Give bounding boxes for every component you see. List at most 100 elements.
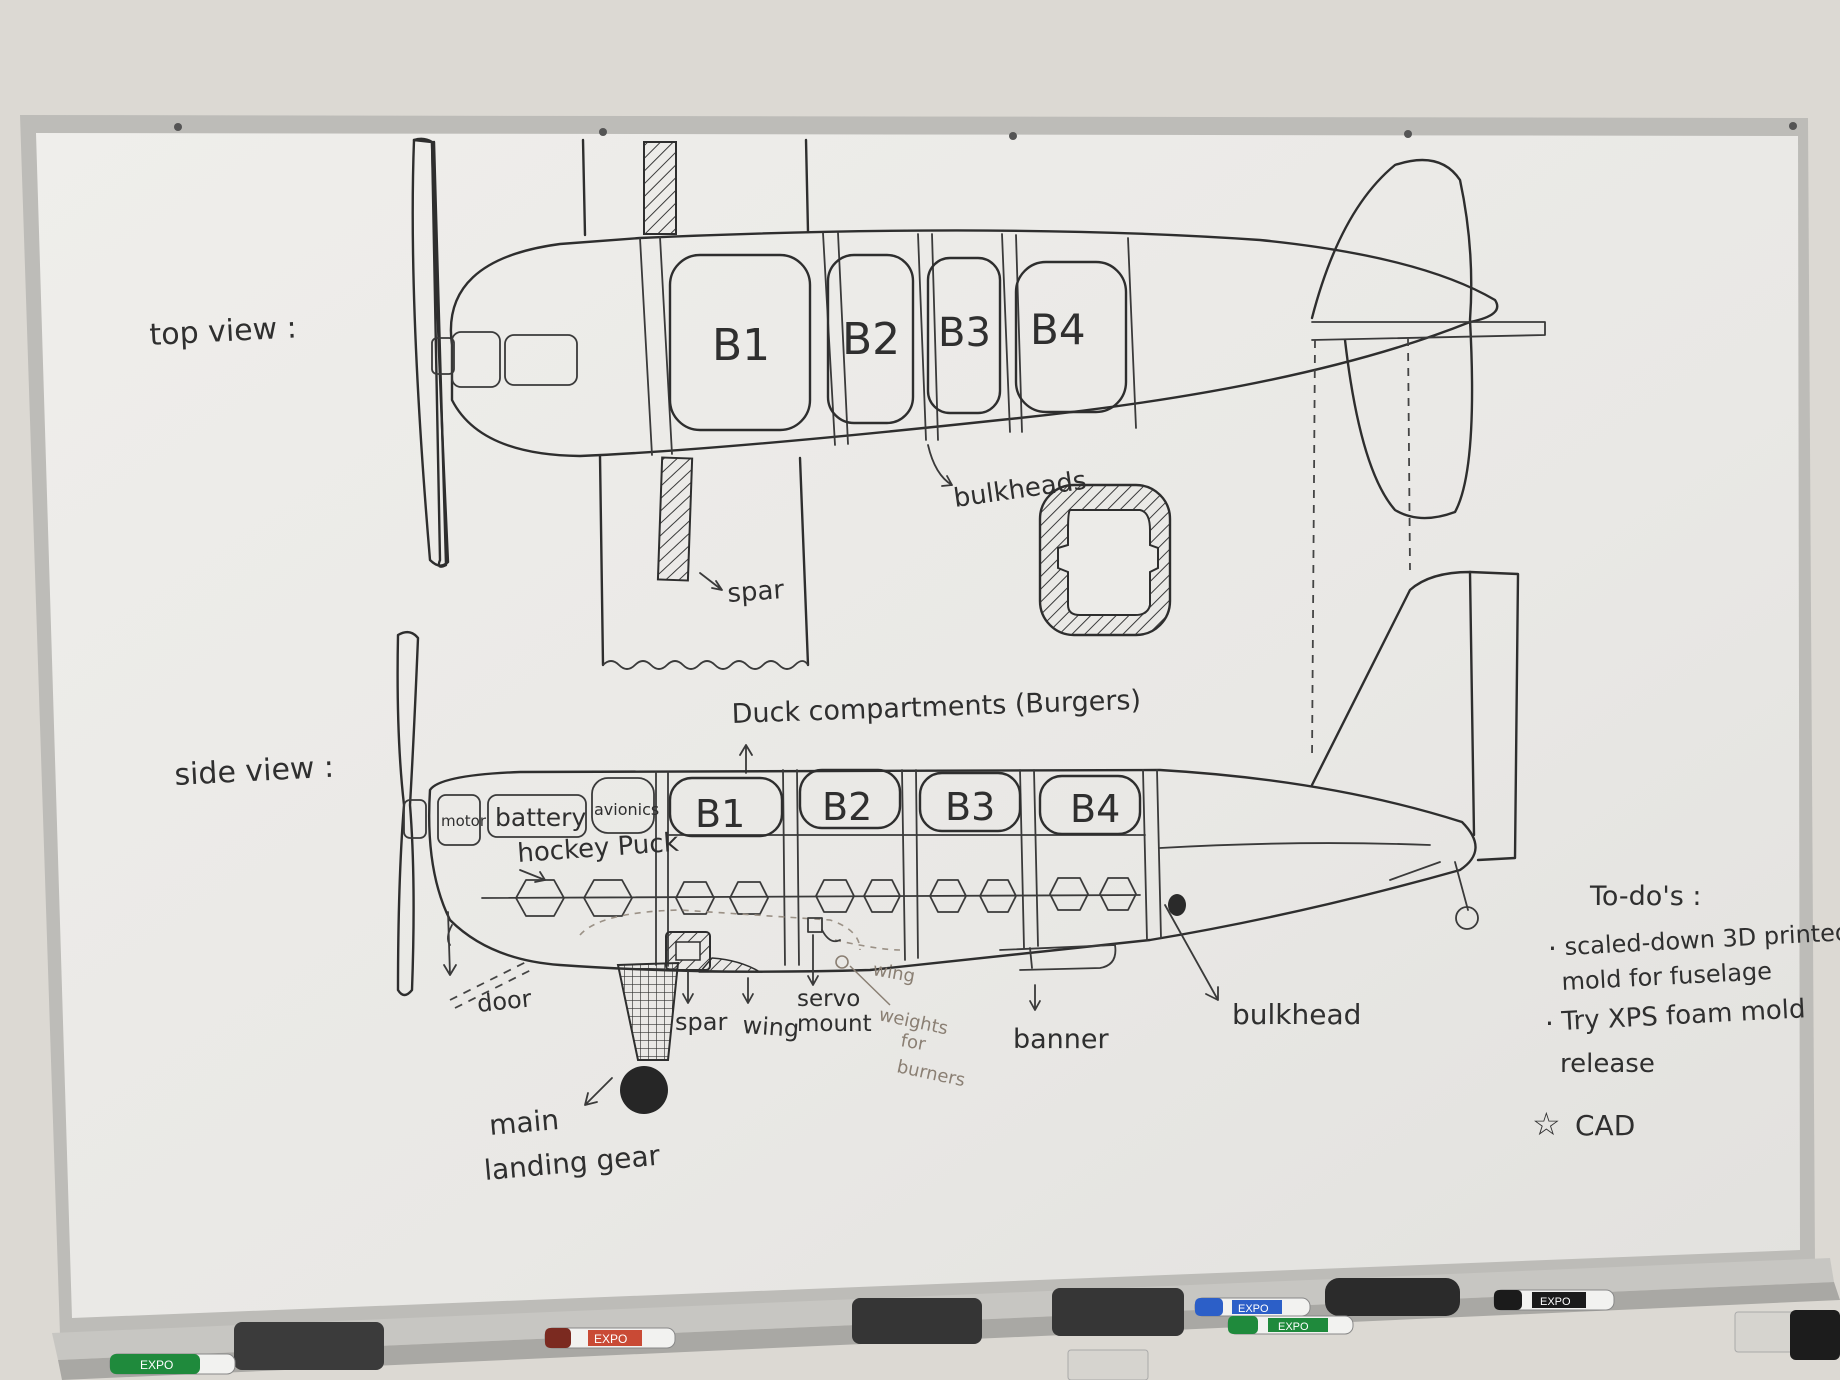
top-fuselage [449,229,1499,458]
top-compartment [1014,260,1128,414]
banner-bay [999,944,1117,971]
side-fuselage [427,768,1477,973]
marker-red: EXPO [544,1327,676,1349]
spar-arrow [699,572,723,591]
top-spar-upper [643,141,677,235]
top-nose-box [451,331,501,388]
todo-bullet: ☆ [1532,1105,1561,1143]
side-bulkhead-line [1142,769,1148,941]
frame-screw [174,123,182,131]
side-bulkhead-line [796,769,800,966]
top-bulkhead-line [837,232,849,445]
side-bulkhead-line [782,769,786,966]
motor-label: motor [441,812,487,830]
servo-link [821,929,841,943]
tailwheel-strut [1389,861,1441,881]
todo-item-line: release [1560,1049,1655,1079]
side-compartment [918,771,1022,833]
eraser [1052,1288,1184,1336]
eraser [852,1298,982,1344]
top-spinner [431,337,455,375]
bulkhead-label: bulkhead [1232,998,1361,1031]
bulkhead-marker [1168,894,1186,916]
side-fuselage-inner [1159,842,1431,849]
banner-arrow [1029,984,1041,1011]
hockey-puck-row [515,877,1137,917]
top-wing-break [602,660,809,670]
side-bulkhead-line [901,769,906,961]
top-view-drawing: top view : B1 B2 B3 B4 [149,137,1546,761]
bulkhead-arrow [1164,904,1219,1001]
servo-arrow [807,934,819,986]
door-down-arrow [443,911,457,976]
top-compartment-label: B2 [842,314,900,365]
top-compartment [668,253,812,432]
top-spar-label: spar [726,575,785,609]
top-projection-line [1311,339,1316,761]
avionics-label: avionics [594,800,659,819]
marker-label: EXPO [1238,1303,1269,1315]
side-view-label: side view : [174,750,335,793]
whiteboard [20,115,1815,1335]
side-compartment [1038,774,1142,836]
servo-label: servo [797,986,860,1012]
top-view-label: top view : [149,310,298,353]
todo-title: To-do's : [1589,881,1702,912]
frame-screw [1404,130,1412,138]
side-bulkhead-line [915,769,919,959]
top-bulkhead-line [931,233,939,441]
side-wing-label: wing [742,1011,801,1043]
marker-green: EXPO [109,1353,236,1375]
eraser [234,1322,384,1370]
top-wing-edge [804,138,810,234]
side-view-drawing: side view : Duck compartments (Burgers) [174,570,1520,1187]
side-spar-label: spar [675,1008,727,1036]
marker-black: EXPO [1493,1289,1615,1311]
side-compartment-label: B3 [945,785,995,829]
side-compartment [798,768,902,830]
top-compartment-label: B3 [938,310,991,356]
top-spar-lower [656,456,694,582]
top-tail-boom [1311,321,1546,341]
door-label: door [476,984,533,1018]
top-wing-edge [598,454,605,667]
avionics-box [591,777,655,834]
top-compartment [826,253,915,425]
side-propeller [396,630,420,997]
duck-arrow [739,744,753,774]
side-compartment [668,776,784,838]
main-landing-gear-leg [616,961,680,1061]
top-compartment-label: B4 [1030,305,1086,354]
weights-leader [849,965,891,1006]
frame-screw [599,128,607,136]
landing-gear-arrow [584,1077,613,1106]
tail-wheel [1455,906,1479,930]
todo-item-line: CAD [1575,1109,1635,1142]
top-bulkhead-line [917,233,927,441]
side-bulkhead-line [1033,769,1039,947]
marker-blue: EXPO [1194,1297,1311,1317]
top-bulkhead-line [659,236,673,455]
top-propeller-blade [411,138,450,567]
side-compartment-label: B4 [1070,787,1120,831]
todo-bullet: · [1545,1007,1554,1040]
main-landing-gear-wheel [620,1066,668,1114]
top-compartment [926,256,1002,415]
bulkhead-cross-section [1038,483,1172,637]
banner-label: banner [1013,1024,1110,1055]
marker-label: EXPO [594,1332,627,1346]
marker-label: EXPO [1278,1321,1309,1333]
top-horizontal-stabilizer [1310,158,1474,520]
top-compartment-label: B1 [712,320,770,371]
side-spinner [403,799,427,839]
side-rudder [1468,570,1520,862]
servo-mount-label: mount [797,1011,872,1037]
side-vertical-tail [1310,570,1476,837]
spar-side-arrow [682,971,694,1004]
servo-mount-box [807,917,823,933]
top-wing-edge [581,138,587,237]
todo-bullet: · [1548,932,1557,965]
wall-device [1790,1310,1840,1360]
marker-label: EXPO [1540,1296,1571,1308]
